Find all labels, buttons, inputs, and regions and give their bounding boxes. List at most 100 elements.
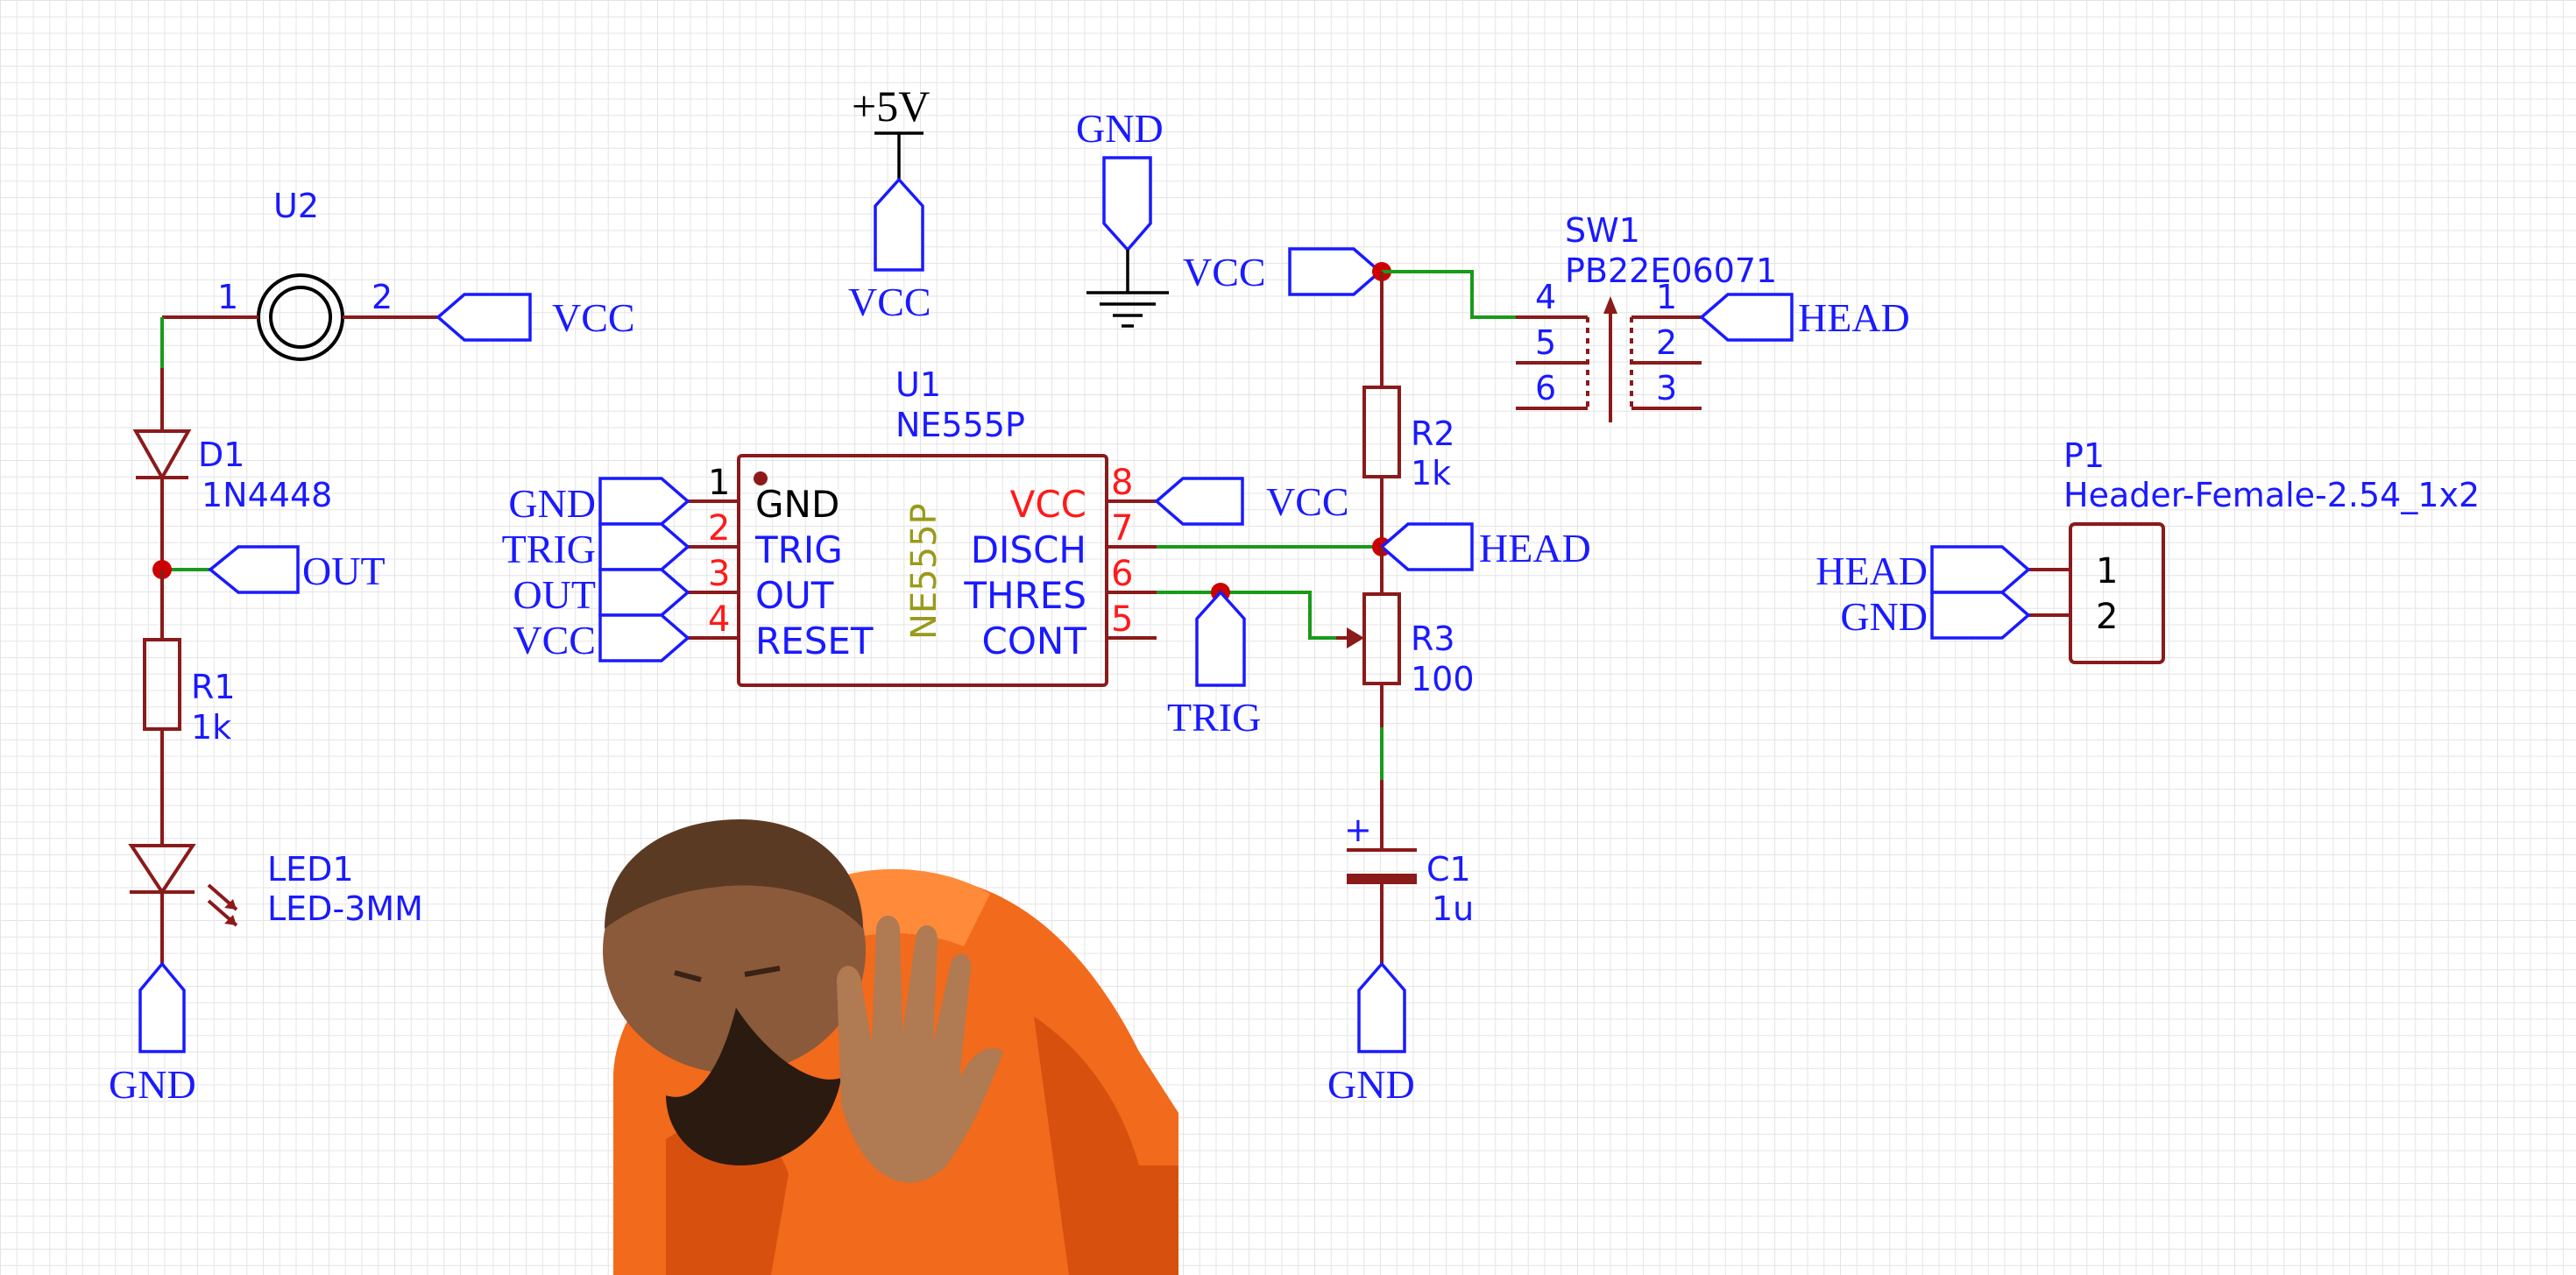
led1-arrowhead2 bbox=[224, 915, 237, 925]
netflag-shape bbox=[435, 293, 532, 342]
c1-plate-bottom bbox=[1347, 874, 1417, 884]
netflag-shape bbox=[874, 177, 924, 272]
netflag-shape bbox=[1288, 247, 1383, 296]
u1-pin-num-8: 8 bbox=[1111, 463, 1133, 503]
u1-pin-name-disch: DISCH bbox=[971, 528, 1086, 571]
r1-ref: R1 bbox=[191, 668, 236, 706]
r2-resistor[interactable]: R2 1k bbox=[1362, 337, 1455, 492]
head-center-netflag[interactable]: HEAD bbox=[1379, 522, 1591, 571]
netflag-shape bbox=[1154, 477, 1244, 526]
u1-trig-netflag[interactable]: TRIG bbox=[502, 522, 690, 571]
u2-pin1-num: 1 bbox=[217, 278, 238, 316]
sw1-ref: SW1 bbox=[1565, 211, 1640, 250]
netflag-shape bbox=[598, 568, 690, 617]
u1-pin8-vcc-netflag[interactable]: VCC bbox=[1154, 477, 1349, 526]
jacket-sleeve-shadow bbox=[1034, 1016, 1178, 1275]
beard bbox=[666, 1008, 841, 1165]
u1-body bbox=[737, 454, 1108, 687]
p1-head-netflag[interactable]: HEAD bbox=[1815, 545, 2031, 594]
u1-pin-num-3: 3 bbox=[708, 554, 730, 594]
d1-value: 1N4448 bbox=[202, 476, 332, 514]
power-5v-symbol[interactable]: +5V VCC bbox=[848, 81, 931, 324]
c1-capacitor[interactable]: + C1 1u bbox=[1344, 780, 1474, 928]
trig-label: TRIG bbox=[1167, 695, 1261, 740]
sw1-head-netflag[interactable]: HEAD bbox=[1699, 293, 1910, 342]
p1-gnd-netflag[interactable]: GND bbox=[1840, 591, 2031, 640]
u1-gnd-netflag[interactable]: GND bbox=[508, 477, 690, 526]
r1-body bbox=[143, 638, 181, 731]
netflag-shape bbox=[598, 522, 690, 571]
r3-wiper-arrow bbox=[1347, 627, 1364, 648]
eye-left bbox=[674, 970, 702, 982]
r3-potentiometer[interactable]: R3 100 bbox=[1336, 547, 1475, 698]
p1-header[interactable]: P1 Header-Female-2.54_1x2 1 2 bbox=[2024, 436, 2480, 664]
led1-arrowhead1 bbox=[224, 899, 237, 910]
gnd-left-port[interactable]: GND bbox=[109, 961, 196, 1107]
wire-thres-r3 bbox=[1157, 591, 1336, 640]
u1-pin-name-reset: RESET bbox=[755, 620, 874, 662]
led1-triangle bbox=[128, 844, 196, 896]
p1-value: Header-Female-2.54_1x2 bbox=[2063, 476, 2480, 514]
pwr-5v-net: VCC bbox=[848, 280, 931, 324]
netflag-shape bbox=[598, 477, 690, 526]
gnd-top-label: GND bbox=[1076, 106, 1164, 151]
netflag-shape bbox=[1195, 590, 1246, 687]
netflag-shape bbox=[1699, 293, 1794, 342]
p1-pin1: 1 bbox=[2096, 551, 2118, 591]
u1-pin-name-vcc: VCC bbox=[1010, 483, 1086, 526]
u1-ne555p[interactable]: U1 NE555P 1 2 3 4 GND TRIG OUT RESET 8 7… bbox=[683, 365, 1157, 687]
led1[interactable]: LED1 LED-3MM bbox=[128, 844, 423, 928]
p1-gnd-label: GND bbox=[1840, 594, 1928, 639]
u1-vcc-netflag[interactable]: VCC bbox=[513, 613, 690, 662]
u1-body-text: NE555P bbox=[904, 503, 945, 640]
pwr-5v-label: +5V bbox=[852, 81, 930, 131]
trig-netflag[interactable]: TRIG bbox=[1167, 590, 1261, 740]
d1-triangle bbox=[132, 429, 192, 482]
gnd-top-symbol[interactable]: GND bbox=[1076, 106, 1169, 328]
vcc-top-netflag[interactable]: VCC bbox=[1183, 247, 1383, 296]
r2-body bbox=[1362, 386, 1401, 478]
u1-pin-num-1: 1 bbox=[708, 463, 730, 503]
eye-right bbox=[744, 966, 781, 977]
c1-ref: C1 bbox=[1426, 850, 1471, 889]
u1-pin-name-out: OUT bbox=[755, 574, 834, 617]
sw1-pin5: 5 bbox=[1535, 323, 1556, 362]
u1-out-netflag[interactable]: OUT bbox=[513, 568, 690, 617]
p1-ref: P1 bbox=[2063, 436, 2105, 475]
sw1-switch[interactable]: SW1 PB22E06071 4 5 6 1 2 3 bbox=[1516, 211, 1777, 422]
r1-resistor[interactable]: R1 1k bbox=[143, 638, 236, 747]
u1-pin-name-cont: CONT bbox=[982, 620, 1087, 662]
d1-ref: D1 bbox=[198, 436, 244, 474]
u2-connector[interactable]: U2 1 2 bbox=[162, 187, 438, 361]
r2-value: 1k bbox=[1411, 454, 1451, 492]
sw1-head-label: HEAD bbox=[1798, 295, 1910, 340]
sw1-pin1: 1 bbox=[1656, 278, 1677, 316]
sw1-pin6: 6 bbox=[1535, 369, 1556, 407]
u1-left-netflags: GND TRIG OUT VCC bbox=[502, 477, 690, 662]
u1-pin8-vcc-label: VCC bbox=[1266, 479, 1349, 524]
u1-pin-num-7: 7 bbox=[1111, 508, 1133, 549]
r1-value: 1k bbox=[191, 708, 231, 747]
u2-inner-ring bbox=[269, 286, 332, 349]
u1-pin-name-gnd: GND bbox=[755, 483, 839, 526]
gnd-bottom-label: GND bbox=[1327, 1062, 1415, 1107]
u1-pin-num-6: 6 bbox=[1111, 554, 1133, 594]
d1-diode[interactable]: D1 1N4448 bbox=[132, 429, 332, 514]
u1-pin-num-5: 5 bbox=[1111, 599, 1133, 640]
out-netflag[interactable]: OUT bbox=[208, 545, 386, 594]
p1-head-label: HEAD bbox=[1815, 549, 1928, 593]
u2-ref: U2 bbox=[273, 187, 319, 225]
u1-pin-num-2: 2 bbox=[708, 508, 730, 549]
u2-pin2-num: 2 bbox=[372, 278, 393, 316]
u1-ref: U1 bbox=[895, 365, 941, 404]
sw1-pin2: 2 bbox=[1656, 323, 1677, 362]
u1-pin-name-thres: THRES bbox=[963, 574, 1086, 617]
u1-pin-num-4: 4 bbox=[708, 599, 730, 640]
c1-plus: + bbox=[1344, 811, 1372, 849]
netflag-shape bbox=[208, 545, 300, 594]
led1-ref: LED1 bbox=[267, 850, 354, 889]
led1-value: LED-3MM bbox=[267, 889, 423, 928]
gnd-bottom-port[interactable]: GND bbox=[1327, 961, 1415, 1107]
u2-vcc-netflag[interactable]: VCC bbox=[435, 293, 635, 342]
